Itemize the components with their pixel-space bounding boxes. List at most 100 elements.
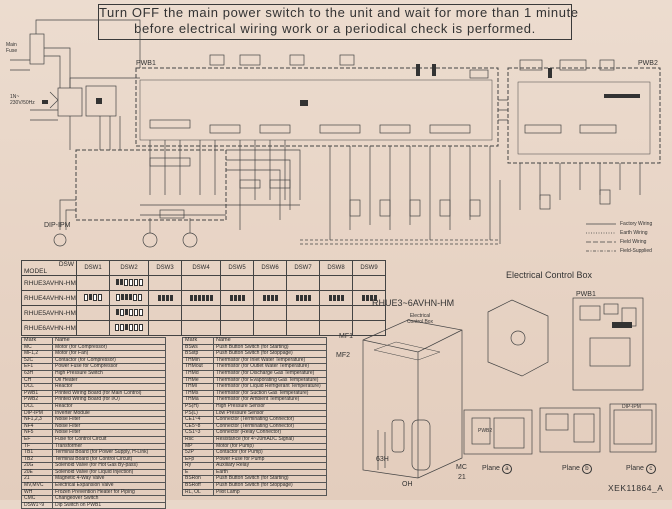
dip-ipm-label: DIP-IPM [44, 222, 71, 229]
warning-line-1: Turn OFF the main power switch to the un… [99, 5, 579, 20]
legend-name: Resistance (for 4~20mADC Signal) [213, 435, 327, 444]
dsw-cell [220, 275, 254, 291]
dsw-row: RHUE6AVHN-HM [21, 320, 386, 336]
dsw-switch [181, 290, 221, 306]
plane-c-text: Plane [626, 465, 644, 472]
dsw-model-name: RHUE4AVHN-HM [21, 290, 77, 306]
dsw-col-9: DSW9 [352, 260, 386, 276]
dsw-switch [253, 290, 287, 306]
pwb1-plane-label: PWB1 [576, 291, 596, 298]
oh-label: OH [402, 481, 413, 488]
dsw-switch [220, 290, 254, 306]
dsw-cell [286, 305, 320, 321]
dsw-cell [352, 275, 386, 291]
plane-b-label: Plane b [562, 464, 592, 474]
dsw-col-1: DSW1 [76, 260, 110, 276]
legend-earth-wiring: Earth Wiring [620, 230, 648, 236]
model-group-title: RHUE3~6AVHN-HM [372, 298, 455, 308]
pwb2-label: PWB2 [638, 60, 658, 67]
legend-name: Fuse for Control Circuit [52, 435, 166, 444]
plane-c-marker-icon: c [645, 464, 656, 474]
dsw-cell [220, 320, 254, 336]
plane-b-text: Plane [562, 465, 580, 472]
dsw-header-model: MODEL [24, 268, 48, 275]
21-label: 21 [458, 474, 466, 481]
legend-name: Changeover Switch [52, 495, 166, 503]
pwb1-label: PWB1 [136, 60, 156, 67]
legend-name: Pilot Lamp [213, 488, 327, 497]
dsw-switch [76, 290, 110, 306]
dsw-row: RHUE5AVHN-HM [21, 305, 386, 321]
dsw-cell [148, 320, 182, 336]
dsw-cell [352, 320, 386, 336]
dsw-row: RHUE4AVHN-HM [21, 290, 386, 306]
electrical-control-box-title: Electrical Control Box [506, 270, 593, 280]
dsw-cell [181, 275, 221, 291]
dsw-cell [181, 305, 221, 321]
dsw-cell [148, 305, 182, 321]
dsw-cell [253, 305, 287, 321]
legend-field-supplied: Field-Supplied [620, 248, 652, 254]
legend-mark: Rsc [182, 435, 214, 444]
dsw-col-3: DSW3 [148, 260, 182, 276]
dsw-setting-table: DSW MODEL DSW1 DSW2 DSW3 DSW4 DSW5 DSW6 … [21, 260, 386, 336]
pwb2-box-label: PWB2 [478, 428, 493, 434]
dsw-cell [253, 275, 287, 291]
dip-ipm-box-label: DIP-IPM [622, 404, 641, 410]
plane-a-label: Plane a [482, 464, 512, 474]
dsw-switch [109, 305, 149, 321]
dsw-col-5: DSW5 [220, 260, 254, 276]
dsw-cell [319, 305, 353, 321]
document-code: XEK11864_A [608, 483, 664, 493]
dsw-header: DSW MODEL [21, 260, 77, 276]
legend-factory-wiring: Factory Wiring [620, 221, 653, 227]
dsw-switch [319, 290, 353, 306]
dsw-header-dsw: DSW [58, 261, 74, 268]
dsw-switch [109, 290, 149, 306]
dsw-col-7: DSW7 [286, 260, 320, 276]
legend-mark: DSW1~9 [21, 501, 53, 509]
warning-box: Turn OFF the main power switch to the un… [98, 4, 579, 40]
dsw-cell [253, 320, 287, 336]
dsw-cell [148, 275, 182, 291]
warning-line-2: before electrical wiring work or a perio… [134, 21, 536, 36]
dsw-row: RHUE3AVHN-HM [21, 275, 386, 291]
mc-label: MC [456, 464, 467, 471]
legend-name: Auxiliary Relay [213, 462, 327, 470]
dsw-col-6: DSW6 [253, 260, 287, 276]
main-fuse-label: Main Fuse [6, 42, 18, 54]
dsw-col-8: DSW8 [319, 260, 353, 276]
plane-c-label: Plane c [626, 464, 656, 474]
dsw-switch [148, 290, 182, 306]
legend-mark: RL, OL [182, 488, 214, 497]
dsw-model-name: RHUE3AVHN-HM [21, 275, 77, 291]
dsw-cell [181, 320, 221, 336]
legend-field-wiring: Field Wiring [620, 239, 647, 245]
dsw-switch [352, 290, 386, 306]
dsw-cell [76, 320, 110, 336]
dsw-cell [319, 275, 353, 291]
dsw-cell [220, 305, 254, 321]
legend-mark: CMC [21, 495, 53, 503]
plane-a-text: Plane [482, 465, 500, 472]
dsw-col-4: DSW4 [181, 260, 221, 276]
plane-b-marker-icon: b [581, 464, 592, 474]
dsw-switch [109, 275, 149, 291]
mf2-label: MF2 [336, 352, 350, 359]
dsw-col-2: DSW2 [109, 260, 149, 276]
